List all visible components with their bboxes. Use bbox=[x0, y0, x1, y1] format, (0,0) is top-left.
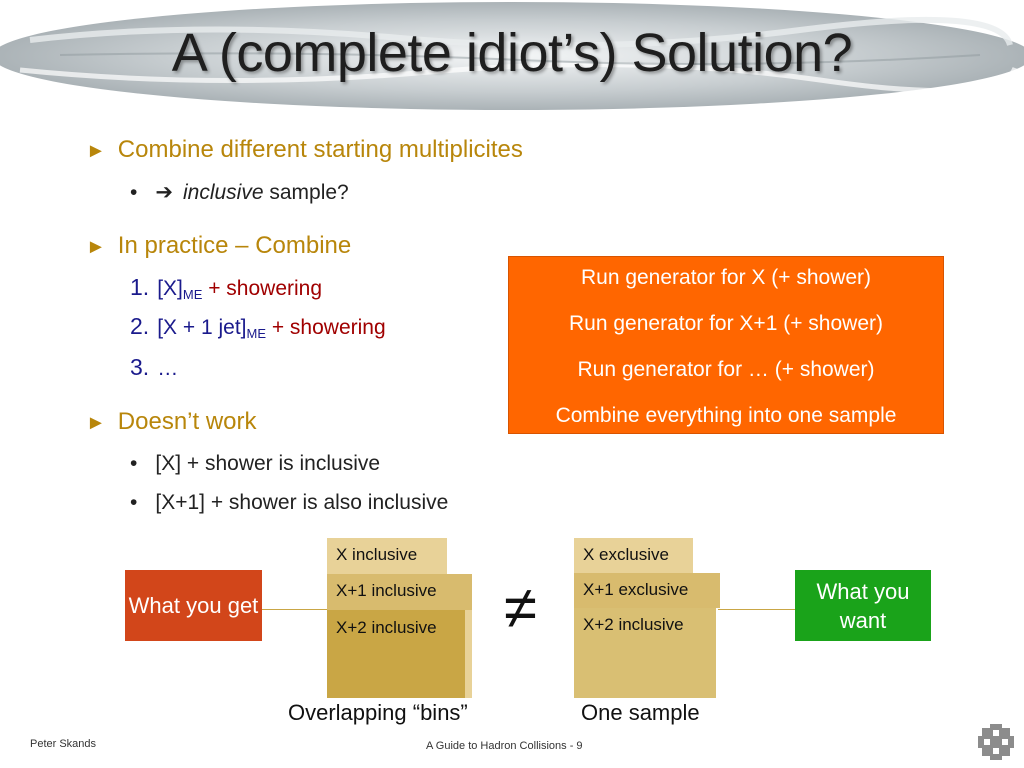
triangle-right-icon: ► bbox=[86, 412, 106, 434]
bullet-doesnt-work-text: Doesn’t work bbox=[117, 408, 257, 435]
sub-item-text: [X] + shower is inclusive bbox=[155, 452, 381, 475]
generator-steps-box: Run generator for X (+ shower) Run gener… bbox=[508, 256, 944, 434]
sub-item-1: • [X] + shower is inclusive bbox=[130, 452, 380, 476]
bin-label: X+2 inclusive bbox=[336, 618, 437, 637]
bin-x1-exclusive bbox=[574, 573, 720, 608]
bullet-combine: ► Combine different starting multiplicite… bbox=[86, 136, 523, 164]
what-you-get-box: What you get bbox=[125, 570, 262, 641]
bin-x2-inclusive bbox=[574, 608, 716, 698]
sub-item-2: • [X+1] + shower is also inclusive bbox=[130, 491, 448, 515]
item-subscript: ME bbox=[246, 326, 267, 341]
item-main: [X] bbox=[157, 277, 183, 300]
item-main: … bbox=[157, 357, 179, 380]
bin-label: X+2 inclusive bbox=[583, 615, 684, 634]
step-line: Run generator for … (+ shower) bbox=[577, 358, 875, 381]
item-number: 1. bbox=[130, 274, 150, 300]
bin-x-exclusive bbox=[574, 538, 693, 573]
connector-line-left bbox=[262, 609, 330, 610]
footer-author: Peter Skands bbox=[30, 738, 97, 750]
step-line: Combine everything into one sample bbox=[555, 404, 897, 427]
step-line: Run generator for X (+ shower) bbox=[580, 266, 872, 289]
arrow-right-icon: ➔ bbox=[155, 181, 173, 204]
bullet-dot: • bbox=[130, 452, 138, 475]
numbered-item-3: 3. … bbox=[130, 354, 178, 381]
caption-overlapping-bins: Overlapping “bins” bbox=[288, 700, 468, 725]
fermilab-logo-icon bbox=[978, 724, 1014, 760]
bullet-dot: • bbox=[130, 181, 138, 204]
connector-line-right bbox=[718, 609, 796, 610]
item-main: [X + 1 jet] bbox=[157, 316, 247, 339]
title-banner bbox=[0, 2, 1024, 110]
step-line: Run generator for X+1 (+ shower) bbox=[569, 312, 883, 335]
bullet-in-practice: ► In practice – Combine bbox=[86, 232, 351, 260]
bullet-in-practice-text: In practice – Combine bbox=[117, 232, 352, 259]
bin-x2-inclusive bbox=[327, 610, 465, 698]
bin-label: X+1 inclusive bbox=[336, 581, 437, 600]
bin-label: X+1 exclusive bbox=[583, 580, 689, 599]
item-number: 3. bbox=[130, 354, 150, 380]
item-subscript: ME bbox=[182, 287, 203, 302]
numbered-item-2: 2. [X + 1 jet]ME + showering bbox=[130, 313, 386, 341]
item-tail: + showering bbox=[202, 277, 323, 300]
inclusive-italic: inclusive bbox=[182, 181, 264, 204]
bin-edge bbox=[465, 610, 472, 698]
item-tail: + showering bbox=[266, 316, 386, 339]
bin-label: X inclusive bbox=[336, 545, 418, 564]
caption-one-sample: One sample bbox=[581, 700, 700, 725]
item-number: 2. bbox=[130, 313, 150, 339]
not-equal-sign: ≠ bbox=[504, 574, 537, 641]
what-you-want-box: What you want bbox=[795, 570, 931, 641]
sub-item-text: [X+1] + shower is also inclusive bbox=[155, 491, 449, 514]
numbered-item-1: 1. [X]ME + showering bbox=[130, 274, 322, 302]
bullet-inclusive-sample: • ➔ inclusive sample? bbox=[130, 180, 349, 205]
triangle-right-icon: ► bbox=[86, 236, 106, 258]
page-title: A (complete idiot’s) Solution? bbox=[171, 23, 853, 83]
sample-text: sample? bbox=[263, 181, 349, 204]
bullet-combine-text: Combine different starting multiplicites bbox=[117, 136, 523, 163]
bullet-dot: • bbox=[130, 491, 138, 514]
footer-page: A Guide to Hadron Collisions - 9 bbox=[426, 740, 583, 752]
bin-label: X exclusive bbox=[583, 545, 669, 564]
bullet-doesnt-work: ► Doesn’t work bbox=[86, 408, 257, 436]
triangle-right-icon: ► bbox=[86, 140, 106, 162]
